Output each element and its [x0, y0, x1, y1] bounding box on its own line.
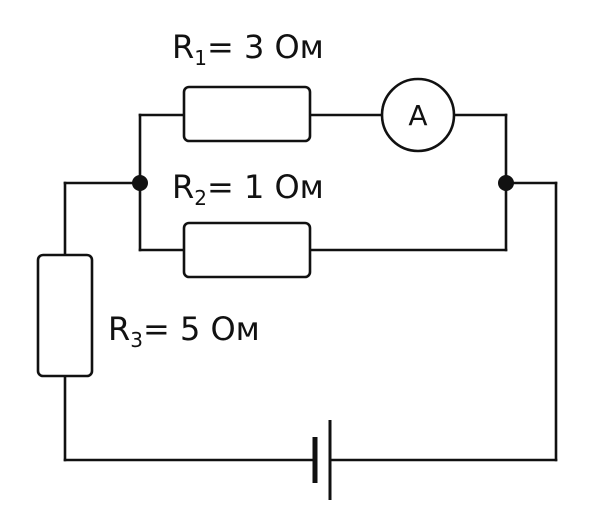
- r3-label-value: = 5 Ом: [143, 310, 260, 348]
- r1-label: R1= 3 Ом: [172, 28, 324, 70]
- r1-label-subscript: 1: [194, 46, 207, 70]
- r2-label: R2= 1 Ом: [172, 168, 324, 210]
- r1-label-letter: R: [172, 28, 194, 66]
- junction-left: [132, 175, 148, 191]
- ammeter-symbol: A: [408, 99, 427, 132]
- r3-label-letter: R: [108, 310, 130, 348]
- r1-label-value: = 3 Ом: [207, 28, 324, 66]
- resistor-r3: [36, 253, 94, 378]
- r3-label-subscript: 3: [130, 328, 143, 352]
- ammeter: [380, 77, 456, 153]
- r2-label-value: = 1 Ом: [207, 168, 324, 206]
- junction-right: [498, 175, 514, 191]
- r2-label-letter: R: [172, 168, 194, 206]
- resistor-r1: [182, 85, 312, 143]
- resistor-r2: [182, 221, 312, 279]
- r2-label-subscript: 2: [194, 186, 207, 210]
- r3-label: R3= 5 Ом: [108, 310, 260, 352]
